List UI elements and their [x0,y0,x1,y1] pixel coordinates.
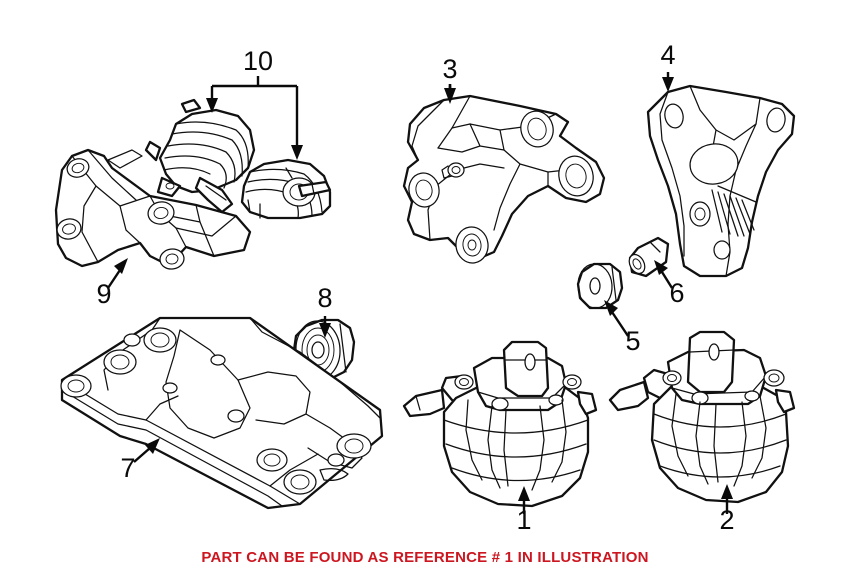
callout-number-3: 3 [442,54,457,84]
leader-6 [654,260,674,289]
callout-number-9: 9 [96,279,111,309]
leader-8 [319,316,331,338]
part-engine-support-bracket-right [646,84,796,278]
part-engine-mount-left [402,340,598,508]
part-gearbox-support-bracket [54,148,252,270]
part-transmission-mount-b [240,158,332,220]
leader-2 [721,484,733,514]
leader-10 [206,76,303,160]
leader-3 [444,84,456,104]
part-transmission-crossmember [60,316,384,510]
callout-number-7: 7 [120,453,135,483]
callout-number-4: 4 [660,40,675,70]
part-engine-mount-right [608,330,796,504]
callout-number-5: 5 [625,326,640,356]
leader-4 [662,72,674,92]
footer-note: PART CAN BE FOUND AS REFERENCE # 1 IN IL… [201,549,649,566]
leader-9 [107,258,128,289]
callout-number-10: 10 [243,46,273,76]
leader-5 [604,300,629,337]
callout-number-8: 8 [317,283,332,313]
part-engine-support-bracket-front [402,94,606,264]
part-transmission-mount-a [144,98,256,214]
callout-number-1: 1 [516,505,531,535]
callout-number-2: 2 [719,505,734,535]
leader-7 [133,438,160,463]
leader-1 [518,486,530,514]
callout-number-6: 6 [669,278,684,308]
part-spacer-disc [576,262,624,310]
